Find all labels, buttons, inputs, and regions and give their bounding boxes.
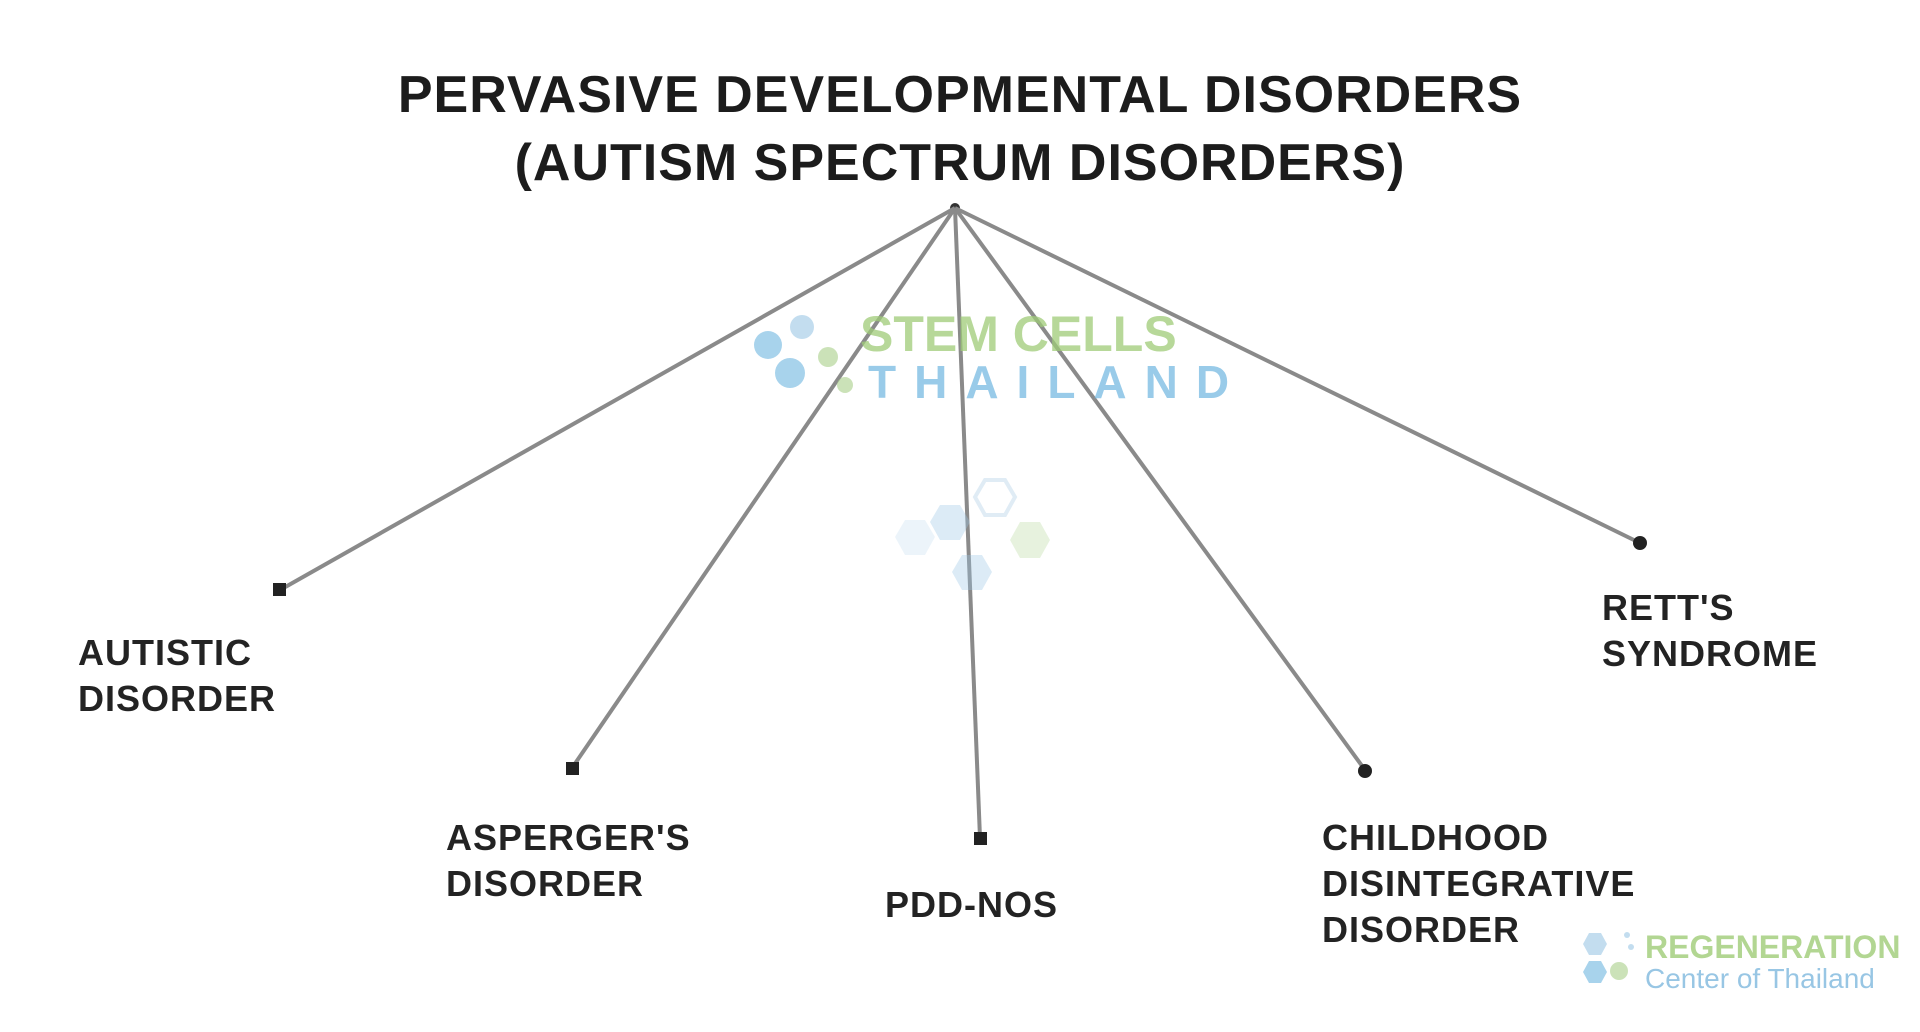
node-label-line: PDD-NOS — [885, 884, 1059, 925]
endpoint-retts — [1633, 536, 1647, 550]
node-label-line: DISORDER — [78, 678, 277, 719]
edge-autistic — [279, 206, 956, 592]
endpoint-aspergers — [566, 762, 579, 775]
watermark-corner-logo-icon — [1583, 932, 1634, 983]
node-childhood-disintegrative-disorder: CHILDHOOD DISINTEGRATIVE DISORDER — [1322, 815, 1635, 953]
watermark-regeneration-center: REGENERATION Center of Thailand — [1575, 925, 1905, 995]
watermark-text-line-1: STEM CELLS — [860, 306, 1177, 362]
node-label-line: CHILDHOOD — [1322, 817, 1549, 858]
node-autistic-disorder: AUTISTIC DISORDER — [78, 630, 276, 722]
node-label-line: SYNDROME — [1602, 633, 1819, 674]
diagram-title-line-1: PERVASIVE DEVELOPMENTAL DISORDERS — [397, 66, 1523, 124]
node-label-line: ASPERGER'S — [446, 817, 691, 858]
node-retts-syndrome: RETT'S SYNDROME — [1602, 585, 1818, 677]
edge-childhood — [953, 206, 1367, 772]
node-label-line: DISORDER — [446, 863, 645, 904]
watermark-corner-text-line-2: Center of Thailand — [1645, 963, 1875, 994]
endpoint-autistic — [273, 583, 286, 596]
endpoint-childhood — [1358, 764, 1372, 778]
node-label-line: RETT'S — [1602, 587, 1735, 628]
edge-retts — [954, 206, 1641, 545]
node-label-line: AUTISTIC — [78, 632, 252, 673]
node-label-line: DISORDER — [1322, 909, 1521, 950]
watermark-hexagons — [895, 478, 1050, 590]
watermark-corner-text-line-1: REGENERATION — [1645, 929, 1901, 965]
watermark-stem-cells-thailand: STEM CELLS THAILAND — [750, 305, 1229, 415]
node-label-line: DISINTEGRATIVE — [1322, 863, 1636, 904]
endpoint-pdd-nos — [974, 832, 987, 845]
watermark-text-line-2: THAILAND — [868, 356, 1248, 408]
watermark-logo-icon — [754, 315, 853, 393]
edge-aspergers — [570, 206, 957, 770]
node-aspergers-disorder: ASPERGER'S DISORDER — [446, 815, 691, 907]
diagram-title-line-2: (AUTISM SPECTRUM DISORDERS) — [514, 134, 1406, 192]
edge-pdd-nos — [953, 207, 982, 839]
node-pdd-nos: PDD-NOS — [885, 882, 1058, 928]
